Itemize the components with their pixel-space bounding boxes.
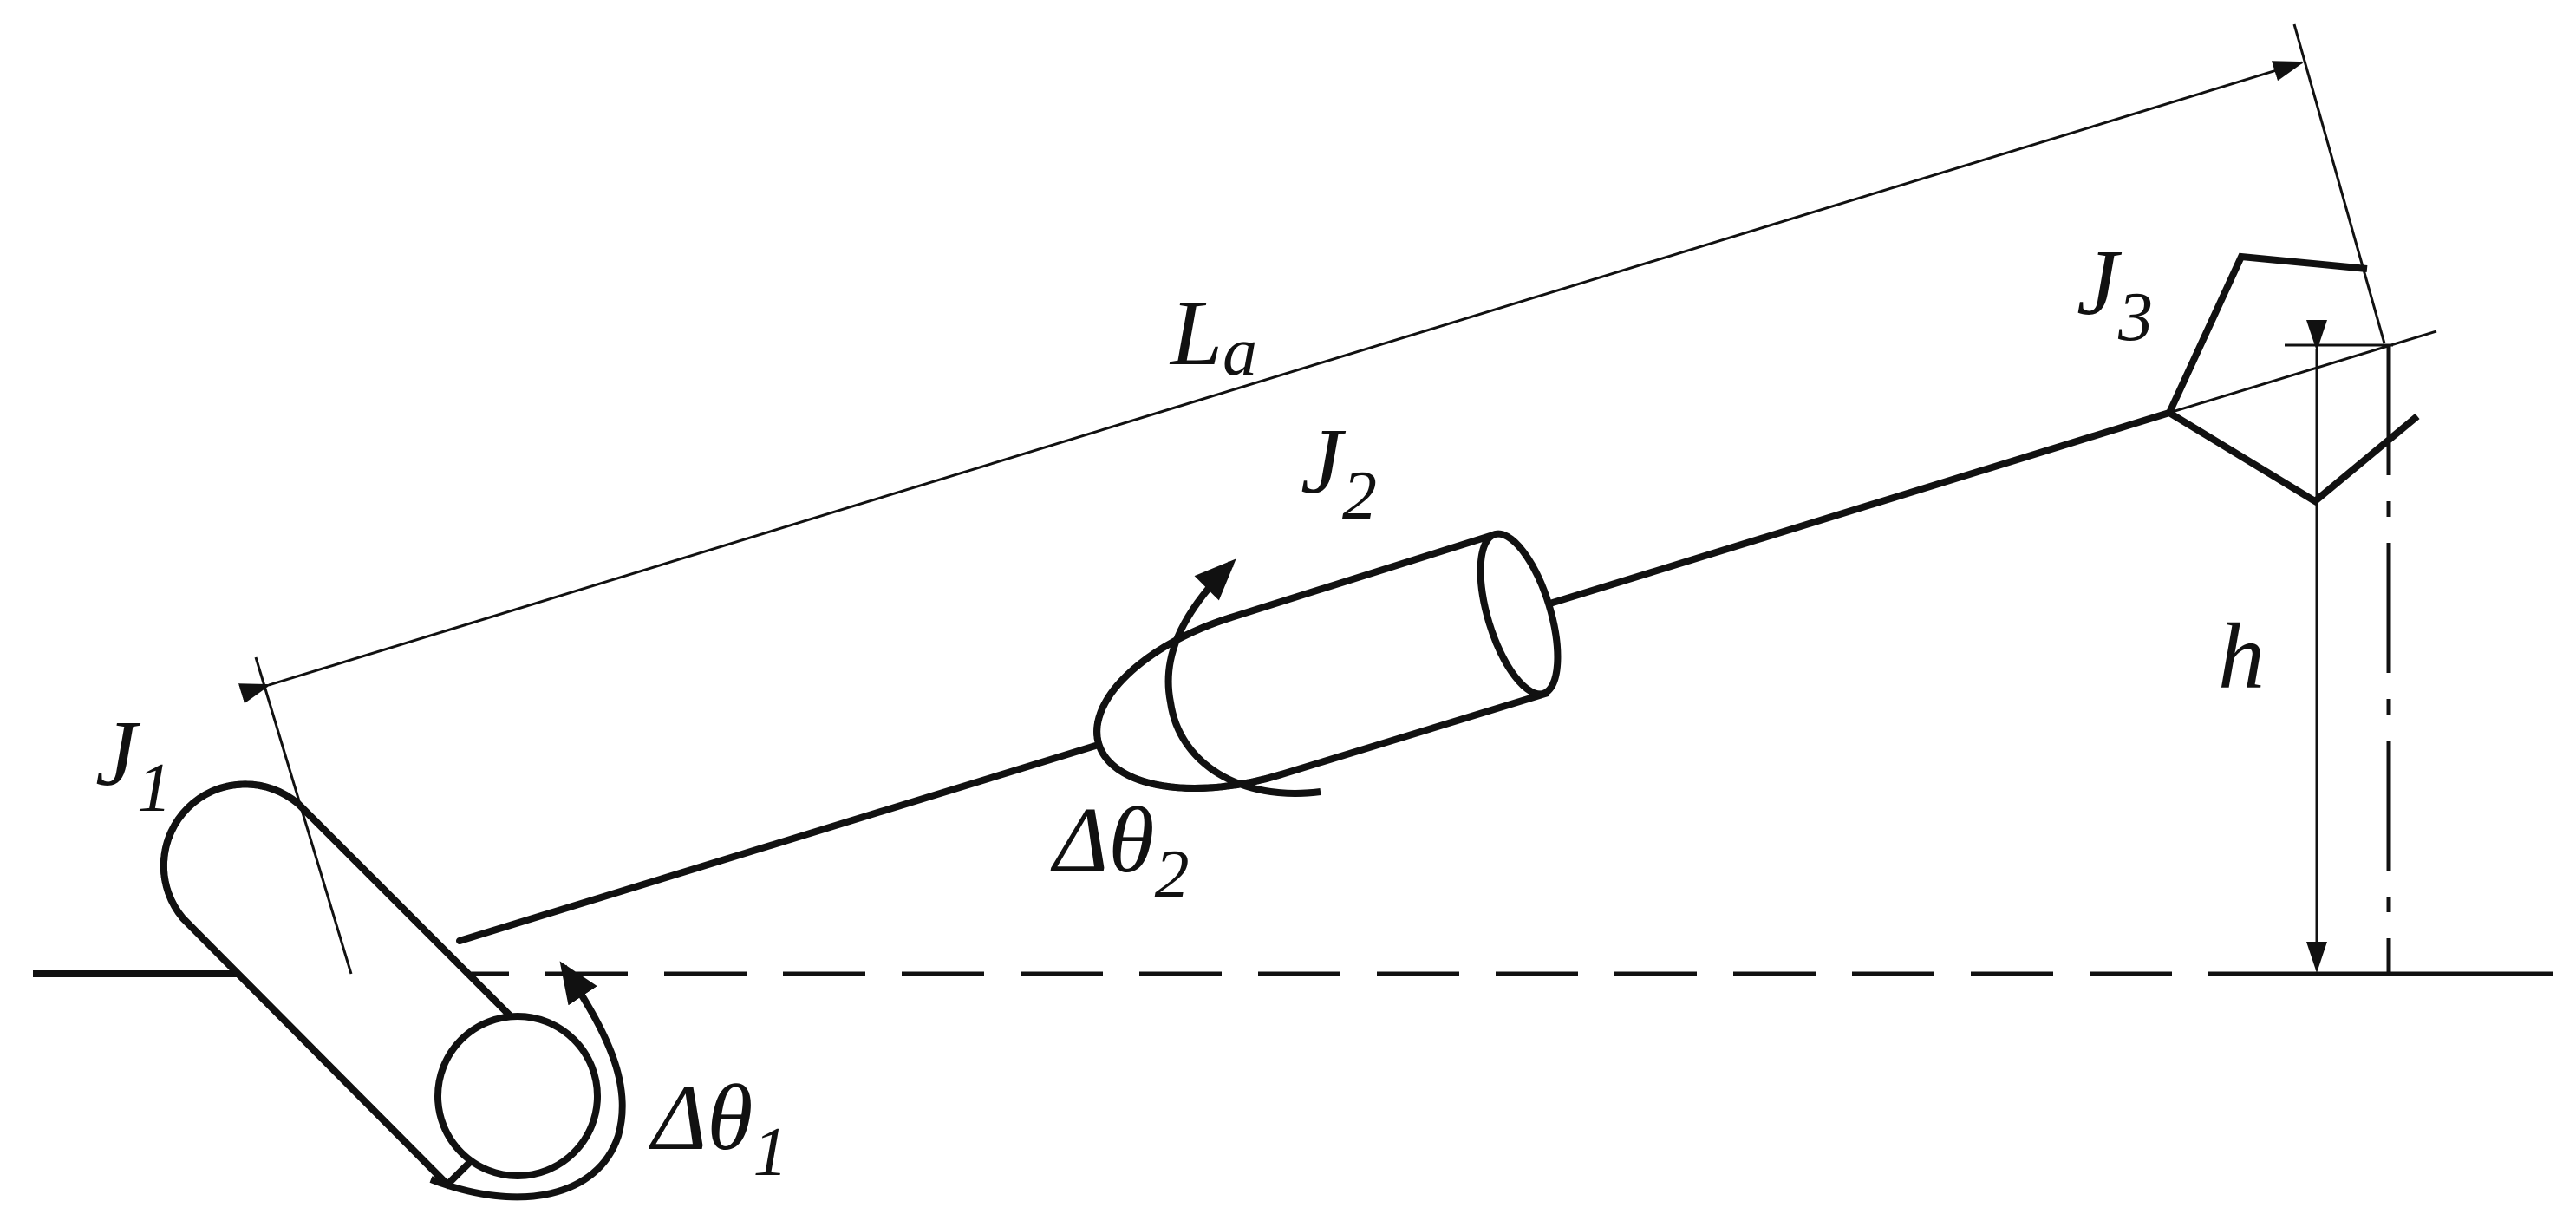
label-la: La (1169, 282, 1257, 390)
label-j3: J3 (2077, 232, 2153, 356)
joint-j3-gripper (2164, 252, 2420, 506)
label-j1: J1 (95, 702, 172, 826)
label-dtheta1: Δθ1 (649, 1067, 787, 1191)
label-j2: J2 (1301, 410, 1377, 534)
label-dtheta2: Δθ2 (1050, 789, 1189, 913)
dimension-extension-j1 (254, 656, 353, 975)
joint-j1-cylinder (160, 780, 601, 1190)
rotation-arrow-dtheta1 (429, 961, 626, 1201)
dimension-la (238, 23, 2386, 704)
dimension-h (2285, 320, 2393, 974)
arm-axis-extension (2168, 330, 2437, 414)
label-h: h (2218, 605, 2265, 708)
